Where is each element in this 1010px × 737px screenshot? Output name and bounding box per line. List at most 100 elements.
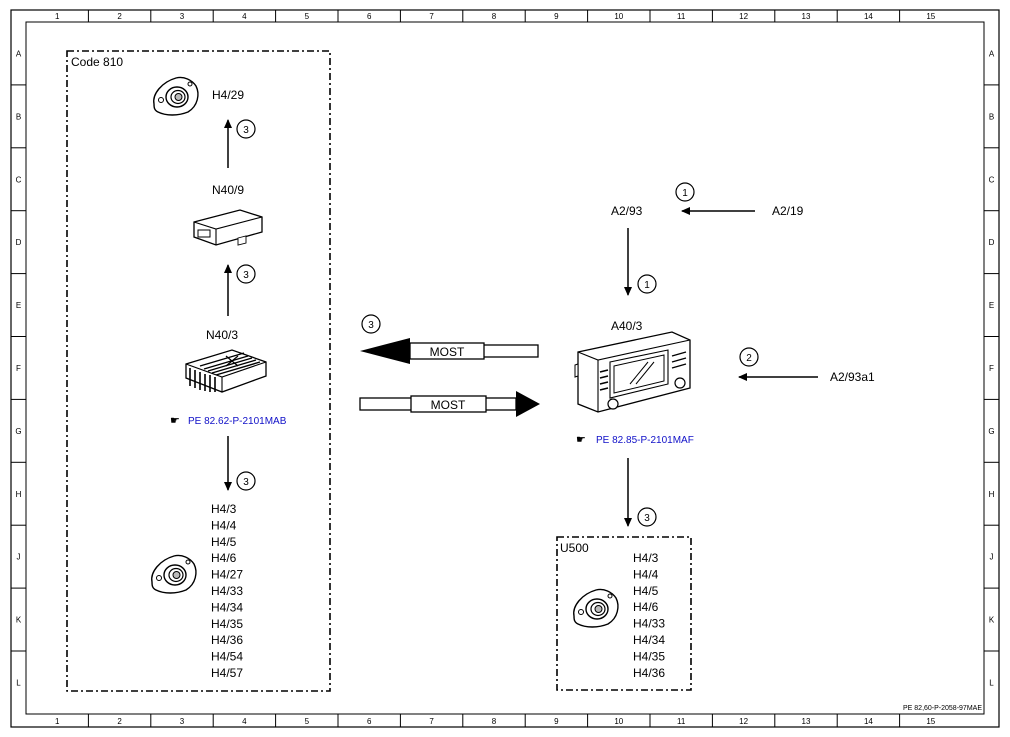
a40-3-ref-text[interactable]: PE 82.85-P-2101MAF (596, 435, 694, 446)
col-label-top: 4 (242, 12, 247, 21)
col-label-bottom: 8 (492, 717, 497, 726)
circle-3-a-label: 3 (243, 125, 249, 136)
row-label-left: L (16, 678, 21, 687)
code-810-title: Code 810 (71, 55, 123, 69)
col-label-top: 13 (802, 12, 811, 21)
code-810-box (66, 50, 331, 692)
speaker-list-code810: H4/3H4/4H4/5H4/6H4/27H4/33H4/34H4/35H4/3… (211, 502, 243, 680)
col-label-bottom: 2 (117, 717, 122, 726)
speaker-label: H4/6 (633, 600, 659, 614)
col-label-bottom: 5 (305, 717, 310, 726)
most-bus-right: MOST (359, 391, 540, 417)
n40-3-ref-link[interactable]: ☛ PE 82.62-P-2101MAB (170, 415, 287, 427)
row-label-left: A (16, 49, 22, 58)
col-label-top: 12 (739, 12, 748, 21)
speaker-label: H4/3 (211, 502, 237, 516)
col-label-top: 6 (367, 12, 372, 21)
col-label-bottom: 3 (180, 717, 185, 726)
circle-2 (739, 347, 759, 367)
row-label-right: L (989, 678, 994, 687)
u500-title: U500 (560, 541, 589, 555)
row-label-right: J (990, 553, 994, 562)
speaker-label: H4/4 (211, 518, 237, 532)
speaker-label: H4/35 (211, 617, 243, 631)
row-label-left: J (17, 553, 21, 562)
row-label-right: A (989, 49, 995, 58)
row-label-right: F (989, 364, 994, 373)
pointing-hand-icon: ☛ (170, 415, 180, 427)
n40-3-ref-text[interactable]: PE 82.62-P-2101MAB (188, 416, 287, 427)
speaker-label: H4/54 (211, 650, 243, 664)
circle-3-b-label: 3 (243, 270, 249, 281)
most-left-label: MOST (430, 345, 465, 359)
row-label-right: H (989, 490, 995, 499)
speaker-label: H4/4 (633, 567, 659, 581)
speaker-u500-icon (573, 588, 619, 628)
col-label-bottom: 10 (614, 717, 623, 726)
circle-1-b-label: 1 (644, 280, 650, 291)
circle-3-right-label: 3 (644, 513, 650, 524)
speaker-label: H4/33 (211, 584, 243, 598)
col-label-top: 5 (305, 12, 310, 21)
row-label-left: F (16, 364, 21, 373)
col-label-bottom: 9 (554, 717, 559, 726)
speaker-label: H4/3 (633, 551, 659, 565)
speaker-label: H4/27 (211, 568, 243, 582)
speaker-label: H4/34 (211, 600, 243, 614)
a2-19-label: A2/19 (772, 204, 804, 218)
row-label-left: K (16, 616, 22, 625)
grid-marks (11, 10, 999, 727)
speaker-label: H4/6 (211, 551, 237, 565)
circle-3-most-label: 3 (368, 320, 374, 331)
speaker-label: H4/35 (633, 649, 665, 663)
circle-3-right (637, 507, 657, 527)
outer-frame (10, 9, 1000, 728)
speaker-label: H4/5 (211, 535, 237, 549)
col-label-bottom: 12 (739, 717, 748, 726)
circle-1-a (675, 182, 695, 202)
speaker-label: H4/36 (211, 633, 243, 647)
a2-93-label: A2/93 (611, 204, 643, 218)
u500-box (556, 536, 692, 691)
a40-3-head-unit-icon (574, 331, 691, 413)
grid-labels: 1122334455667788991010111112121313141415… (15, 12, 994, 726)
row-label-right: D (989, 238, 995, 247)
col-label-bottom: 4 (242, 717, 247, 726)
col-label-top: 3 (180, 12, 185, 21)
col-label-top: 1 (55, 12, 60, 21)
row-label-right: B (989, 112, 994, 121)
circle-3-b (236, 264, 256, 284)
row-label-right: E (989, 301, 994, 310)
col-label-bottom: 13 (802, 717, 811, 726)
col-label-top: 7 (429, 12, 434, 21)
speaker-h4-29-label: H4/29 (212, 88, 244, 102)
circle-3-a (236, 119, 256, 139)
col-label-top: 14 (864, 12, 873, 21)
speaker-label: H4/57 (211, 666, 243, 680)
footer-ref: PE 82,60-P-2058-97MAE (903, 705, 982, 712)
col-label-bottom: 6 (367, 717, 372, 726)
col-label-bottom: 15 (926, 717, 935, 726)
col-label-top: 2 (117, 12, 122, 21)
row-label-left: C (16, 175, 22, 184)
a2-93a1-label: A2/93a1 (830, 370, 875, 384)
a40-3-ref-link[interactable]: ☛ PE 82.85-P-2101MAF (576, 434, 694, 446)
speaker-code810-icon (151, 554, 197, 594)
circle-1-a-label: 1 (682, 188, 688, 199)
speaker-label: H4/34 (633, 633, 665, 647)
col-label-bottom: 14 (864, 717, 873, 726)
most-bus-left: 3 MOST (360, 314, 539, 364)
n40-9-label: N40/9 (212, 183, 244, 197)
circle-3-most (361, 314, 381, 334)
circle-2-label: 2 (746, 353, 752, 364)
n40-3-label: N40/3 (206, 328, 238, 342)
row-label-left: E (16, 301, 21, 310)
row-label-right: C (989, 175, 995, 184)
row-label-left: G (15, 427, 21, 436)
row-label-right: K (989, 616, 995, 625)
row-label-left: D (16, 238, 22, 247)
speaker-label: H4/33 (633, 617, 665, 631)
inner-frame (25, 21, 985, 715)
